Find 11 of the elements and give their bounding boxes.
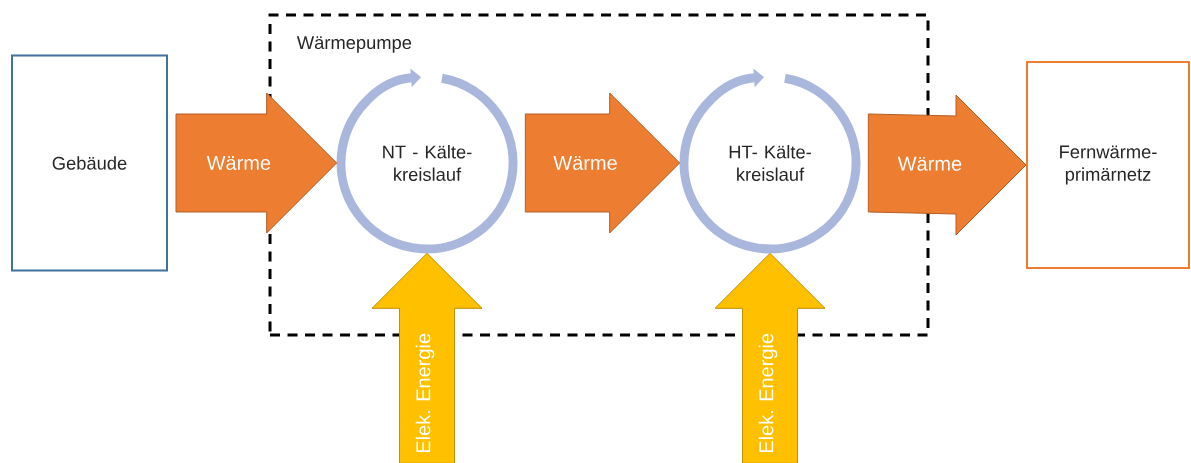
block-arrow (524, 92, 681, 234)
process-box: Fernwärme- primärnetz (1026, 61, 1190, 269)
edge-label: Wärme (206, 156, 271, 170)
block-arrow (714, 252, 826, 463)
block-arrow (867, 94, 1027, 236)
block-arrow (175, 92, 338, 234)
process-box: Gebäude (11, 54, 168, 272)
node-label: NT - Kälte- kreislauf (383, 145, 472, 181)
edge-label: Wärme (553, 156, 617, 170)
node-label: HT- Kälte- kreislauf (729, 145, 811, 181)
block-arrow (371, 252, 483, 463)
